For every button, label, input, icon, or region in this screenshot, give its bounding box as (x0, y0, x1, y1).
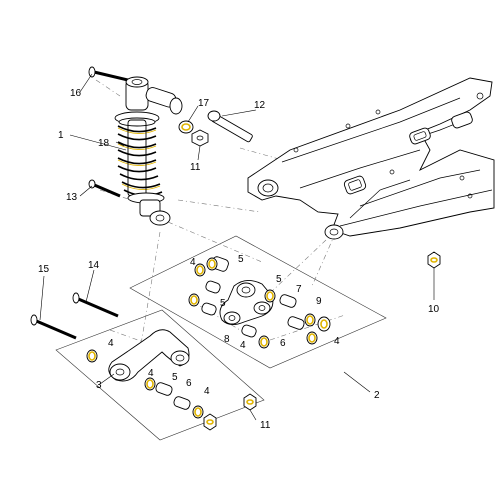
lower-link-bushings (86, 349, 204, 419)
callout-1: 1 (58, 130, 64, 141)
small-bolt-13 (88, 179, 121, 198)
lower-link-assembly-plane (55, 309, 265, 441)
long-bolt-14 (72, 292, 119, 318)
callout-6: 6 (186, 378, 192, 389)
rocker-linkage (219, 280, 274, 325)
lower-nuts (203, 393, 257, 431)
callout-10: 10 (428, 304, 440, 315)
callout-5: 5 (220, 298, 226, 309)
callout-5: 5 (238, 254, 244, 265)
callout-4: 4 (190, 257, 196, 268)
callout-5: 5 (276, 274, 282, 285)
callout-2: 2 (374, 390, 380, 401)
callout-6: 6 (280, 338, 286, 349)
callout-4: 4 (148, 368, 154, 379)
shock-lower-bolt (207, 110, 253, 143)
callout-12: 12 (254, 100, 266, 111)
callout-17: 17 (198, 98, 210, 109)
leader-lines (39, 73, 435, 421)
callout-16: 16 (70, 88, 82, 99)
callout-3: 3 (96, 380, 102, 391)
swingarm (247, 77, 495, 240)
spacer-17 (178, 120, 194, 134)
callout-8: 8 (224, 334, 230, 345)
swingarm-nut (427, 251, 441, 269)
callout-4: 4 (334, 336, 340, 347)
callout-11: 11 (190, 162, 201, 173)
callout-4: 4 (240, 340, 246, 351)
lower-link (108, 329, 190, 382)
callout-18: 18 (98, 138, 110, 149)
callout-labels: 1 2 3 4 4 4 4 4 4 5 5 5 5 6 6 7 8 9 10 1… (38, 88, 440, 431)
callout-4: 4 (204, 386, 210, 397)
callout-13: 13 (66, 192, 78, 203)
linkage-seal-rings (188, 257, 331, 349)
callout-4: 4 (108, 338, 114, 349)
callout-15: 15 (38, 264, 50, 275)
upper-nut (191, 129, 209, 147)
callout-5: 5 (172, 372, 178, 383)
callout-7: 7 (296, 284, 302, 295)
callout-9: 9 (316, 296, 322, 307)
linkage-assembly-plane (129, 235, 387, 369)
long-bolt-15 (30, 314, 77, 340)
upper-mount-bolt (88, 66, 129, 82)
shock-absorber (114, 76, 183, 226)
callout-14: 14 (88, 260, 100, 271)
callout-11: 11 (260, 420, 271, 431)
